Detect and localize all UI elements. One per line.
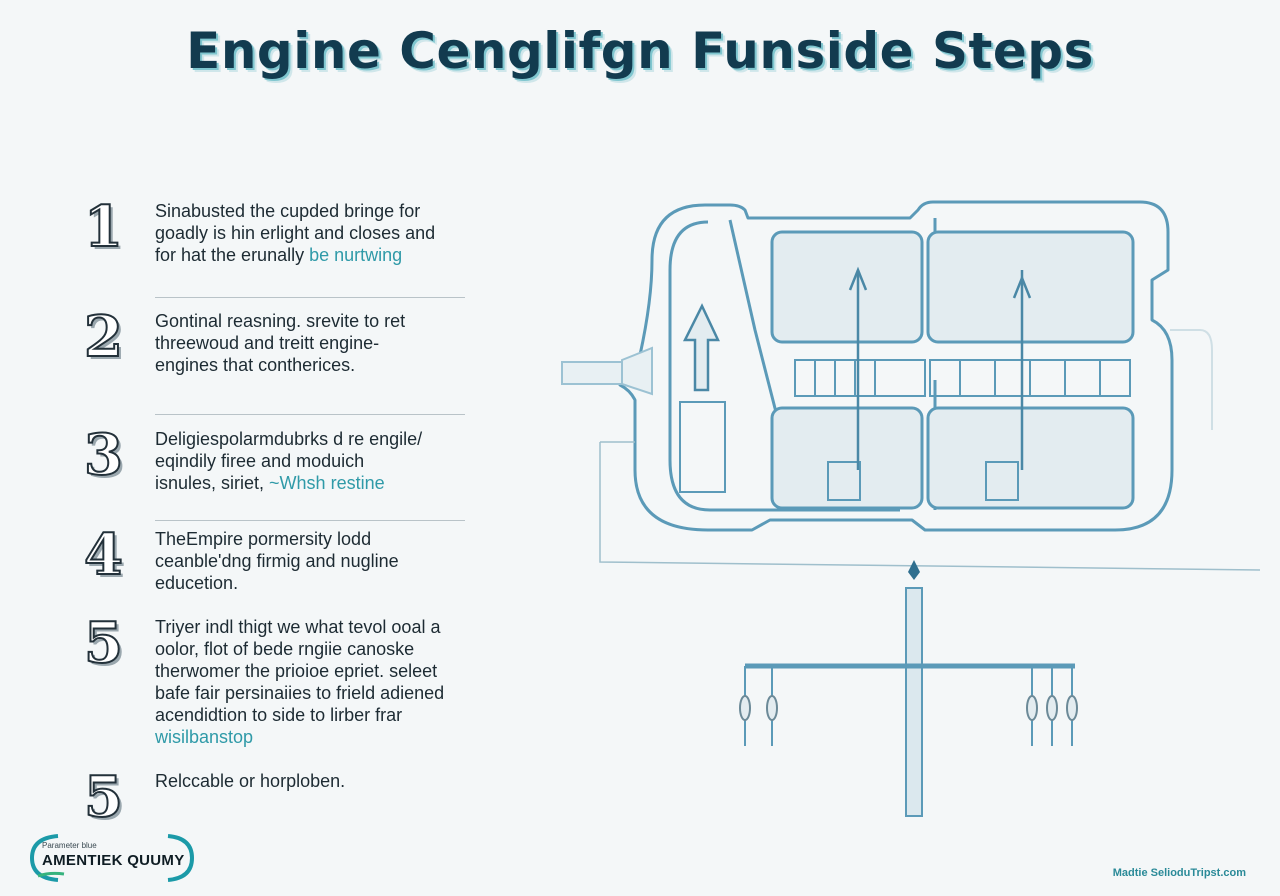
step-number: 5 xyxy=(83,763,124,831)
step-text: TheEmpire pormersity lodd ceanble'dng fi… xyxy=(155,529,399,593)
step-text: Triyer indl thigt we what tevol ooal a o… xyxy=(155,616,495,748)
engine-chambers xyxy=(770,230,1135,510)
intake-arrow xyxy=(682,303,720,392)
step-number: 5 xyxy=(83,609,124,677)
step-highlight: wisilbanstop xyxy=(155,727,254,747)
flow-arrows xyxy=(682,266,1032,470)
mount-stand xyxy=(739,560,1078,817)
side-chamber xyxy=(679,401,726,493)
divider xyxy=(155,520,465,521)
chamber-top-right xyxy=(926,230,1135,344)
piston-right xyxy=(985,461,1019,501)
step-number: 1 xyxy=(83,193,124,261)
logo-tagline: Parameter blue xyxy=(42,841,97,850)
page-title: Engine Cenglifgn Funside Steps xyxy=(186,22,1094,80)
chamber-top-left xyxy=(770,230,924,344)
step-number: 2 xyxy=(83,303,124,371)
step-number: 4 xyxy=(83,521,124,589)
step-text: Sinabusted the cupded bringe for goadly … xyxy=(155,201,436,265)
engine-housing-outline xyxy=(618,200,1174,532)
step-text: Deligiespolarmdubrks d re engile/ eqindi… xyxy=(155,429,423,493)
step-highlight: be nurtwing xyxy=(309,245,403,265)
connector-line xyxy=(599,441,1260,571)
inner-frame-left xyxy=(668,220,900,512)
valve-row xyxy=(679,359,1131,501)
footer-website: Madtie SelioduTripst.com xyxy=(1112,867,1246,879)
brand-logo: Parameter blue AMENTIEK QUUMY xyxy=(30,832,200,884)
step-number: 3 xyxy=(83,421,124,489)
step-text: Relccable or horploben. xyxy=(155,771,346,791)
logo-wordmark: AMENTIEK QUUMY xyxy=(42,852,185,869)
exhaust-outlet xyxy=(1170,329,1213,430)
divider xyxy=(155,297,465,298)
piston-left xyxy=(827,461,861,501)
chamber-bottom-left xyxy=(770,406,924,510)
engine-diagram xyxy=(561,200,1260,817)
step-text: Gontinal reasning. srevite to ret threew… xyxy=(155,311,406,375)
intake-pipe xyxy=(561,346,653,396)
chamber-bottom-right xyxy=(926,406,1135,510)
step-highlight: ~Whsh restine xyxy=(269,473,385,493)
logo-ring-icon xyxy=(30,834,195,882)
divider xyxy=(155,414,465,415)
cross-brace xyxy=(728,219,780,421)
